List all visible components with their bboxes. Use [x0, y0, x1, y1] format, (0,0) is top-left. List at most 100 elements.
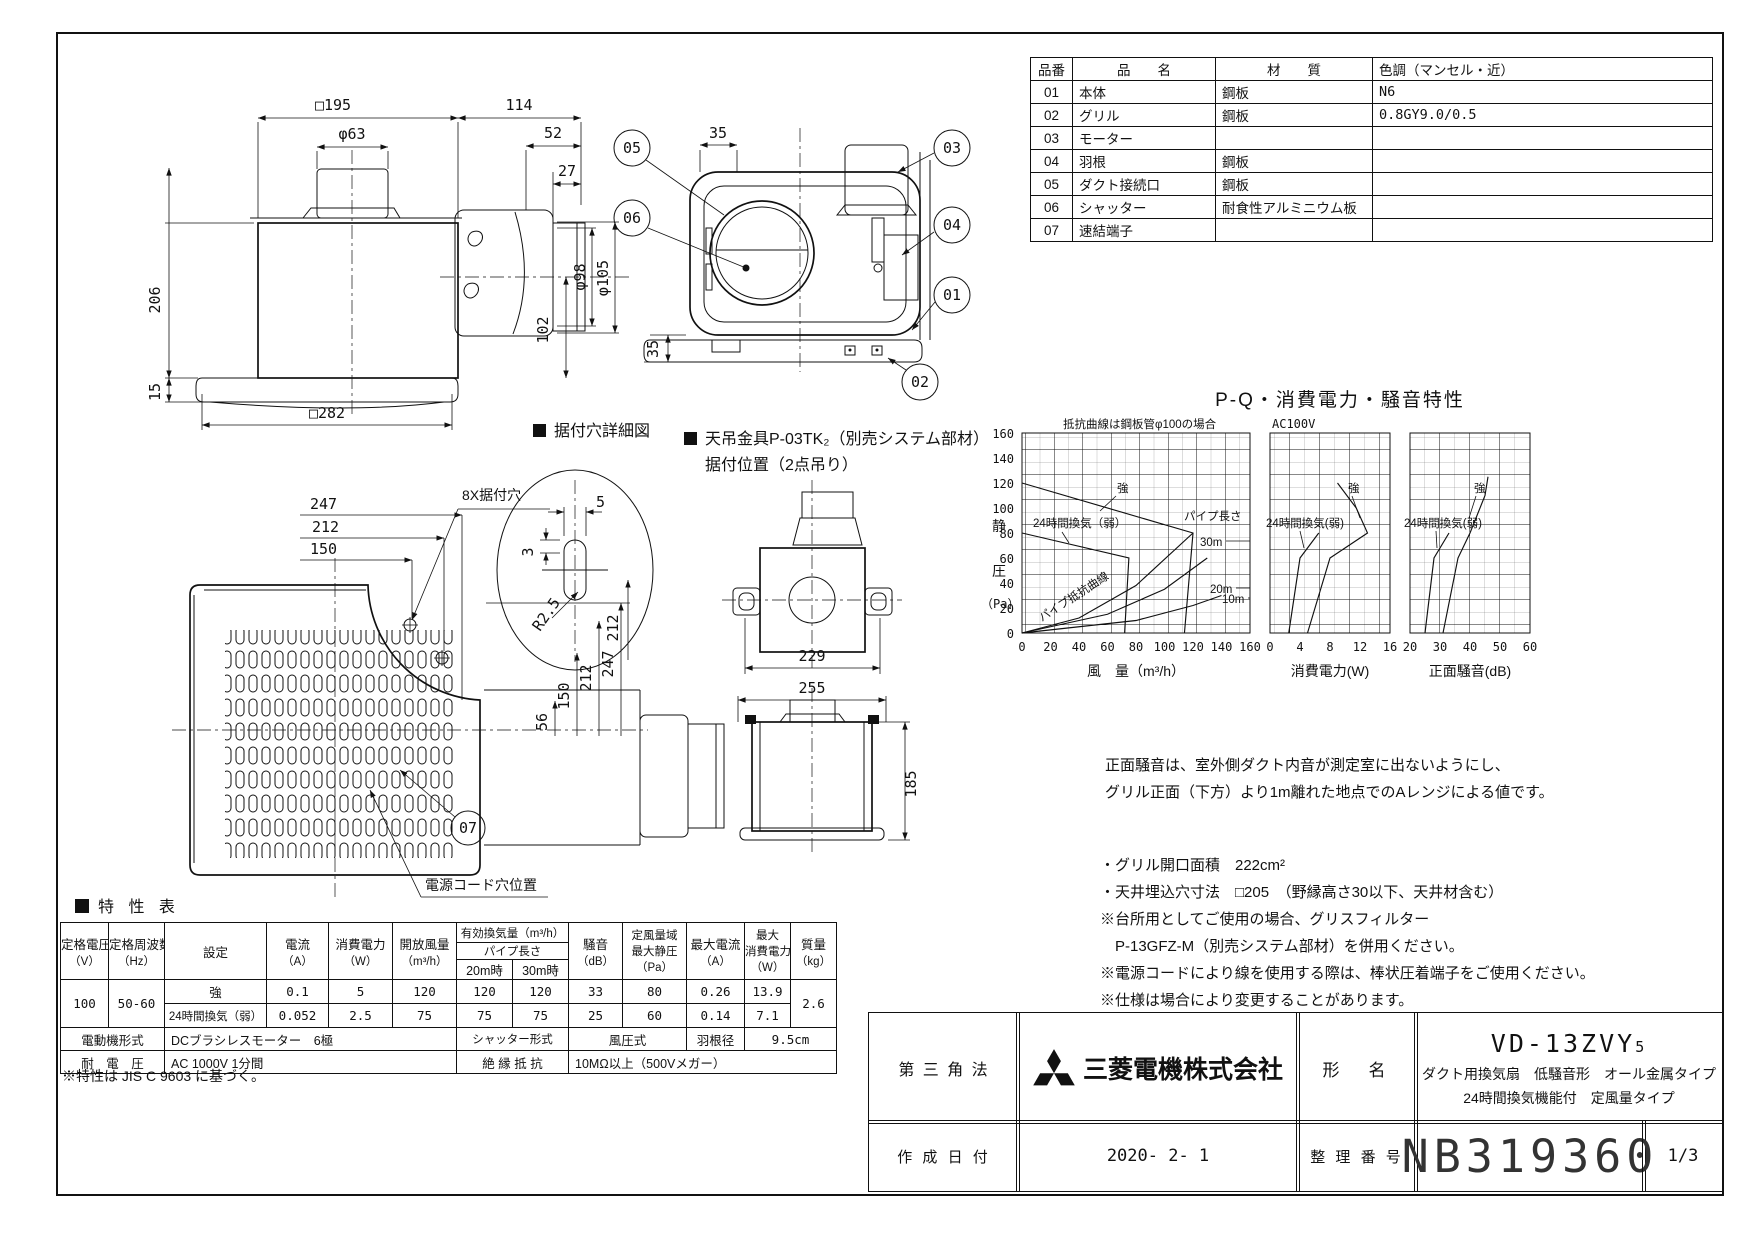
- dim-15: 15: [146, 383, 164, 401]
- header-open-flow: 開放風量（m³/h）: [392, 922, 457, 980]
- model-desc-2: 24時間換気機能付 定風量タイプ: [1463, 1089, 1675, 1106]
- y-axis-label-1: 静: [992, 518, 1006, 534]
- noise-measure-note: 正面騒音は、室外側ダクト内音が測定室に出ないようにし、 グリル正面（下方）より1…: [1105, 752, 1665, 806]
- callout-03: 03: [943, 139, 961, 157]
- pq-pipe-20m: [1021, 557, 1208, 634]
- charts-voltage: AC100V: [1272, 417, 1315, 431]
- svg-text:20: 20: [1043, 640, 1057, 654]
- dim-102: 102: [534, 316, 552, 343]
- company-name: 三菱電機株式会社: [1082, 1056, 1283, 1084]
- svg-text:0: 0: [1018, 640, 1025, 654]
- dim-35-bottom: 35: [644, 340, 662, 358]
- mitsubishi-logo-icon: [1033, 1049, 1075, 1086]
- dim-g150: 150: [310, 540, 337, 558]
- model-sub: 5: [1635, 1037, 1648, 1056]
- svg-text:100: 100: [992, 502, 1014, 516]
- dim-3: 3: [519, 547, 537, 556]
- section-view-linework: [643, 128, 931, 372]
- dim-g247: 247: [310, 495, 337, 513]
- model-cell: VD-13ZVY5 ダクト用換気扇 低騒音形 オール金属タイプ 24時間換気機能…: [1414, 1012, 1724, 1124]
- svg-text:60: 60: [1523, 640, 1537, 654]
- svg-text:24時間換気(弱): 24時間換気(弱): [1404, 516, 1482, 530]
- dim-gv56: 56: [533, 713, 551, 731]
- dim-r2-5: R2.5: [529, 594, 564, 634]
- svg-text:強: 強: [1348, 482, 1360, 495]
- sheet-border: [56, 32, 1724, 1196]
- header-voltage: 定格電圧（V）: [60, 922, 109, 980]
- dim-195: □195: [315, 96, 351, 114]
- projection-method: 第 三 角 法: [868, 1012, 1020, 1124]
- dim-52: 52: [544, 124, 562, 142]
- number-label: 整 理 番 号: [1296, 1120, 1418, 1192]
- col-color: 色調（マンセル・近）: [1372, 57, 1713, 81]
- header-frequency: 定格周波数（Hz）: [108, 922, 165, 980]
- svg-text:強: 強: [1474, 482, 1486, 495]
- svg-text:10m: 10m: [1222, 594, 1244, 606]
- y-axis-label-2: 圧: [992, 563, 1006, 579]
- note-line: ※電源コードにより線を使用する際は、棒状圧着端子をご使用ください。: [1100, 965, 1595, 982]
- header-pipe-length: パイプ長さ: [456, 942, 569, 960]
- svg-text:40: 40: [1000, 577, 1014, 591]
- power-x-label: 消費電力(W): [1291, 663, 1370, 679]
- noise-x-tick-labels: 20 30 40 50 60: [1403, 640, 1537, 654]
- noise-x-label: 正面騒音(dB): [1429, 663, 1511, 679]
- svg-text:20: 20: [1000, 602, 1014, 616]
- svg-text:40: 40: [1463, 640, 1477, 654]
- spec-table-title: 特 性 表: [75, 898, 175, 916]
- col-material: 材 質: [1215, 57, 1373, 81]
- spec-row-withstand: 耐 電 圧 AC 1000V 1分間 絶 縁 抵 抗 10MΩ以上（500Vメガ…: [60, 1050, 837, 1074]
- note-line: ・天井埋込穴寸法 □205 （野縁高さ30以下、天井材含む）: [1100, 884, 1504, 901]
- model-label: 形 名: [1296, 1012, 1418, 1124]
- col-part-no: 品番: [1030, 57, 1073, 81]
- noise-series-weak: [1424, 532, 1450, 634]
- power-series-strong: [1306, 482, 1369, 634]
- svg-text:140: 140: [992, 452, 1014, 466]
- note-line: ※仕様は場合により変更することがあります。: [1100, 992, 1414, 1009]
- spec-table: 定格電圧（V） 定格周波数（Hz） 設定 電流（A） 消費電力（W） 開放風量（…: [60, 922, 837, 1074]
- y-tick-labels: 160 140 120 100 80 60 40 20 0: [992, 427, 1014, 641]
- dim-gv212: 212: [577, 664, 595, 691]
- svg-text:60: 60: [1100, 640, 1114, 654]
- date-label: 作 成 日 付: [868, 1120, 1020, 1192]
- svg-text:0: 0: [1007, 627, 1014, 641]
- callout-06: 06: [623, 209, 641, 227]
- dim-phi98: φ98: [571, 263, 589, 290]
- power-x-tick-labels: 0 4 8 12 16: [1266, 640, 1397, 654]
- dim-gv247: 247: [599, 650, 617, 677]
- bracket-views: 天吊金具P-03TK₂（別売システム部材） 据付位置（2点吊り） 229 255: [684, 430, 989, 852]
- header-30m: 30m時: [512, 959, 569, 980]
- charts: P-Q・消費電力・騒音特性 抵抗曲線は鋼板管φ100の場合 AC100V 静 圧…: [981, 389, 1537, 679]
- svg-text:160: 160: [992, 427, 1014, 441]
- pq-pipe-10m: [1021, 594, 1222, 634]
- svg-text:120: 120: [992, 477, 1014, 491]
- pq-pipe-30m: [1021, 532, 1194, 634]
- dim-282: □282: [309, 404, 345, 422]
- svg-text:24時間換気（弱）: 24時間換気（弱）: [1033, 516, 1126, 530]
- svg-text:120: 120: [1182, 640, 1204, 654]
- bracket-title-2: 据付位置（2点吊り）: [705, 456, 858, 474]
- mount-holes-label: 8X据付穴: [462, 487, 521, 503]
- section-view-dimensions: 35 35: [644, 124, 738, 363]
- dim-229: 229: [798, 647, 825, 665]
- header-mass: 質量（kg）: [790, 922, 837, 980]
- power-series-weak: [1288, 532, 1320, 634]
- dim-phi105: φ105: [594, 260, 612, 296]
- note-line: ※台所用としてご使用の場合、グリスフィルター: [1100, 911, 1430, 928]
- col-part-name: 品 名: [1072, 57, 1216, 81]
- cord-hole-label: 電源コード穴位置: [425, 877, 537, 893]
- page-number: 1/3: [1642, 1120, 1724, 1192]
- dim-5: 5: [596, 493, 605, 511]
- svg-text:8: 8: [1326, 640, 1333, 654]
- callout-02: 02: [911, 373, 929, 391]
- svg-text:12: 12: [1353, 640, 1367, 654]
- header-max-static: 定風量域最大静圧（Pa）: [622, 922, 687, 980]
- document-number: NB319360: [1402, 1120, 1653, 1192]
- pq-series-weak: [1021, 532, 1130, 634]
